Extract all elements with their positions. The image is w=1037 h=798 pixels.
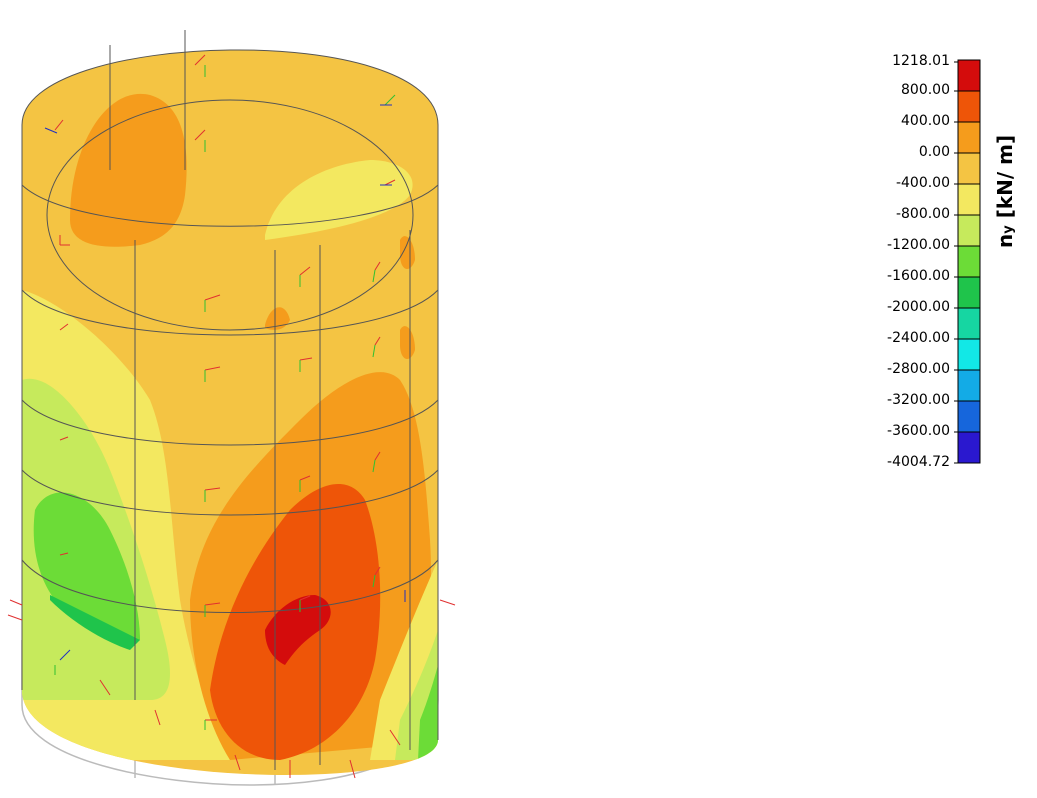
legend-label: 1218.01 <box>892 53 950 69</box>
legend-swatch <box>957 369 981 402</box>
legend-label: -2400.00 <box>887 330 950 346</box>
legend-label: -1200.00 <box>887 237 950 253</box>
legend-label: 400.00 <box>901 113 950 129</box>
legend-swatch <box>957 183 981 216</box>
legend-label: -400.00 <box>895 175 950 191</box>
legend-swatch <box>957 90 981 123</box>
legend-label: -800.00 <box>895 206 950 222</box>
legend-swatch <box>957 338 981 371</box>
contour-field <box>22 49 438 775</box>
legend-label: 800.00 <box>901 82 950 98</box>
legend-swatch <box>957 152 981 185</box>
legend-swatch <box>957 307 981 340</box>
legend-label: -2000.00 <box>887 299 950 315</box>
legend-label: 0.00 <box>918 144 950 160</box>
legend-swatch <box>957 400 981 433</box>
legend-swatch <box>957 121 981 154</box>
legend-swatch <box>957 214 981 247</box>
legend-label: -2800.00 <box>887 361 950 377</box>
legend-label: -1600.00 <box>887 268 950 284</box>
local-axis-markers <box>7 54 456 779</box>
legend-swatch <box>957 431 981 464</box>
legend-swatch <box>957 276 981 309</box>
legend-swatch <box>957 59 981 92</box>
legend-swatch <box>957 245 981 278</box>
legend-label: -4004.72 <box>887 454 950 470</box>
legend-label: -3200.00 <box>887 392 950 408</box>
legend-label: -3600.00 <box>887 423 950 439</box>
